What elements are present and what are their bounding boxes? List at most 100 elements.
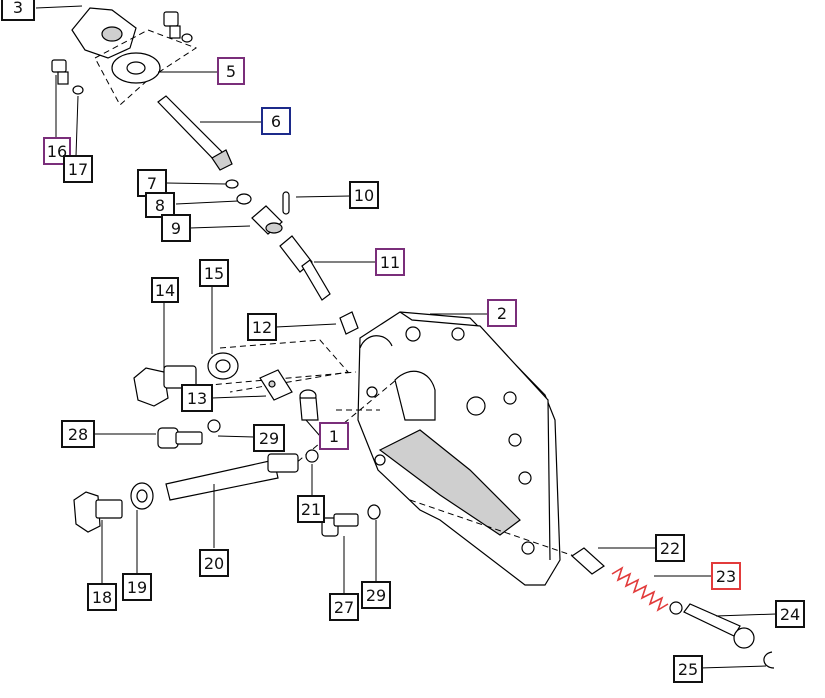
callout-box — [61, 420, 95, 448]
callout-number: 6 — [271, 112, 281, 131]
callout-p7: 7 — [137, 169, 167, 197]
large-bolt — [133, 365, 197, 407]
callout-box — [199, 259, 229, 287]
callout-box — [261, 107, 291, 135]
callout-number: 3 — [13, 0, 23, 17]
plug — [339, 311, 359, 335]
callout-p5: 5 — [217, 57, 245, 85]
callout-box — [673, 655, 703, 683]
hex-bolt-18 — [73, 491, 123, 533]
shaft — [157, 95, 233, 171]
callout-p16: 16 — [43, 137, 71, 165]
callout-p17: 17 — [63, 155, 93, 183]
callout-box — [375, 248, 405, 276]
callout-box — [199, 549, 229, 577]
callout-p10: 10 — [349, 181, 379, 209]
pin — [282, 191, 290, 215]
piston — [571, 547, 605, 575]
callout-p11: 11 — [375, 248, 405, 276]
callout-box — [253, 424, 285, 452]
callout-number: 29 — [366, 586, 386, 605]
callout-p3: 3 — [1, 0, 35, 21]
callout-box — [297, 495, 325, 523]
callout-number: 23 — [716, 567, 736, 586]
callout-number: 20 — [204, 554, 224, 573]
callout-number: 21 — [301, 500, 321, 519]
callout-number: 12 — [252, 318, 272, 337]
flange — [94, 29, 198, 106]
callout-box — [775, 600, 805, 628]
callout-p8: 8 — [145, 192, 175, 218]
callout-p13: 13 — [181, 384, 213, 412]
callout-p1: 1 — [319, 422, 349, 450]
callout-box — [151, 277, 179, 303]
callout-number: 10 — [354, 186, 374, 205]
o-ring-21 — [305, 449, 319, 463]
callout-p25: 25 — [673, 655, 703, 683]
callout-number: 8 — [155, 196, 165, 215]
callout-p29a: 29 — [253, 424, 285, 452]
callout-box — [319, 422, 349, 450]
callout-p28: 28 — [61, 420, 95, 448]
top-screws — [51, 11, 193, 95]
bushing — [251, 205, 283, 235]
o-ring-8 — [236, 193, 252, 205]
o-ring-24 — [669, 601, 683, 615]
callout-box — [247, 313, 277, 341]
retaining-clip — [763, 651, 775, 669]
washer-29-lower — [367, 504, 381, 520]
callout-number: 29 — [259, 429, 279, 448]
callout-number: 11 — [380, 253, 400, 272]
plunger — [683, 603, 755, 649]
parts-drawing — [51, 7, 775, 669]
callout-number: 18 — [92, 588, 112, 607]
callout-number: 19 — [127, 578, 147, 597]
fitting — [299, 389, 319, 421]
callout-labels: 1235678910111213141516171819202122232425… — [1, 0, 805, 683]
callout-box — [487, 299, 517, 327]
callout-number: 1 — [329, 427, 339, 446]
callout-p14: 14 — [151, 277, 179, 303]
callout-number: 2 — [497, 304, 507, 323]
callout-p6: 6 — [261, 107, 291, 135]
spring — [611, 566, 669, 612]
callout-p20: 20 — [199, 549, 229, 577]
callout-number: 13 — [187, 389, 207, 408]
callout-box — [361, 581, 391, 609]
callout-p18: 18 — [87, 583, 117, 611]
callout-box — [329, 593, 359, 621]
callout-box — [122, 573, 152, 601]
callout-p12: 12 — [247, 313, 277, 341]
callout-box — [349, 181, 379, 209]
callout-box — [137, 169, 167, 197]
callout-box — [1, 0, 35, 21]
washer-29-upper — [207, 419, 221, 433]
callout-box — [145, 192, 175, 218]
callout-p22: 22 — [655, 534, 685, 562]
callout-number: 9 — [171, 219, 181, 238]
callout-p19: 19 — [122, 573, 152, 601]
star-knob — [71, 7, 137, 59]
callout-p23: 23 — [711, 562, 741, 590]
callout-box — [655, 534, 685, 562]
callout-number: 28 — [68, 425, 88, 444]
hose — [165, 453, 299, 501]
callout-box — [217, 57, 245, 85]
callout-p2: 2 — [487, 299, 517, 327]
callout-p29b: 29 — [361, 581, 391, 609]
nozzle — [259, 369, 293, 401]
callout-number: 27 — [334, 598, 354, 617]
callout-p9: 9 — [161, 214, 191, 242]
callout-box — [63, 155, 93, 183]
callout-number: 16 — [47, 142, 67, 161]
callout-number: 17 — [68, 160, 88, 179]
valve-body-plate — [357, 311, 561, 586]
callout-number: 7 — [147, 174, 157, 193]
screw-28 — [157, 427, 203, 449]
callout-number: 15 — [204, 264, 224, 283]
o-ring-7 — [225, 179, 239, 189]
callout-box — [181, 384, 213, 412]
callout-number: 24 — [780, 605, 800, 624]
callout-number: 14 — [155, 281, 175, 300]
